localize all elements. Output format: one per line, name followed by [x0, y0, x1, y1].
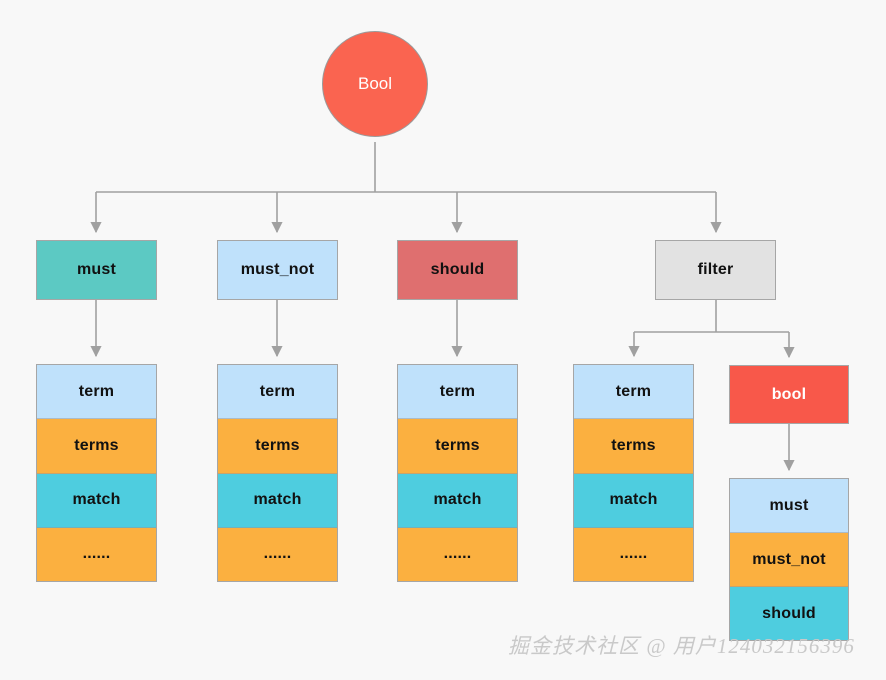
stack-row-label: match: [72, 491, 121, 509]
stack-row-label: term: [439, 382, 476, 400]
stack-row-label: match: [253, 491, 302, 509]
stack-row[interactable]: match: [218, 473, 337, 528]
stack-row-label: must: [769, 496, 809, 514]
stack-row[interactable]: must: [730, 479, 848, 533]
stack-row[interactable]: ......: [398, 527, 517, 581]
node-must[interactable]: must: [36, 240, 157, 300]
stack-row[interactable]: ......: [218, 527, 337, 581]
stack-row-label: match: [609, 491, 658, 509]
node-should-label: should: [430, 261, 485, 278]
stack-row[interactable]: term: [37, 365, 156, 420]
stack-row[interactable]: ......: [574, 527, 693, 581]
stack-row[interactable]: terms: [398, 419, 517, 474]
stack-row-label: match: [433, 491, 482, 509]
leaf-stack-nested-bool: must must_not should: [729, 478, 849, 641]
stack-row-label: ......: [263, 545, 292, 563]
root-node-label: Bool: [357, 74, 393, 93]
stack-row-label: must_not: [752, 550, 826, 568]
stack-row[interactable]: ......: [37, 527, 156, 581]
node-must-not-label: must_not: [240, 261, 315, 278]
stack-row[interactable]: match: [398, 473, 517, 528]
stack-row[interactable]: match: [37, 473, 156, 528]
node-must-label: must: [76, 261, 117, 278]
leaf-stack-must-not: term terms match ......: [217, 364, 338, 582]
stack-row-label: terms: [255, 436, 300, 454]
leaf-stack-should: term terms match ......: [397, 364, 518, 582]
stack-row-label: terms: [435, 436, 480, 454]
stack-row-label: term: [259, 382, 296, 400]
node-filter[interactable]: filter: [655, 240, 776, 300]
stack-row-label: ......: [443, 545, 472, 563]
watermark-text: 掘金技术社区 @ 用户124032156396: [508, 634, 855, 658]
root-node-bool[interactable]: Bool: [322, 31, 428, 137]
stack-row-label: terms: [611, 436, 656, 454]
stack-row[interactable]: term: [574, 365, 693, 420]
node-filter-bool-label: bool: [771, 385, 807, 403]
stack-row-label: term: [78, 382, 115, 400]
stack-row-label: ......: [82, 545, 111, 563]
stack-row[interactable]: term: [218, 365, 337, 420]
stack-row[interactable]: terms: [37, 419, 156, 474]
leaf-stack-filter: term terms match ......: [573, 364, 694, 582]
node-filter-bool[interactable]: bool: [729, 365, 849, 424]
node-must-not[interactable]: must_not: [217, 240, 338, 300]
stack-row[interactable]: must_not: [730, 533, 848, 587]
stack-row[interactable]: terms: [574, 419, 693, 474]
stack-row[interactable]: term: [398, 365, 517, 420]
stack-row[interactable]: terms: [218, 419, 337, 474]
stack-row-label: terms: [74, 436, 119, 454]
stack-row[interactable]: should: [730, 587, 848, 640]
node-filter-label: filter: [697, 261, 734, 278]
stack-row[interactable]: match: [574, 473, 693, 528]
leaf-stack-must: term terms match ......: [36, 364, 157, 582]
node-should[interactable]: should: [397, 240, 518, 300]
stack-row-label: ......: [619, 545, 648, 563]
stack-row-label: term: [615, 382, 652, 400]
stack-row-label: should: [762, 604, 816, 622]
